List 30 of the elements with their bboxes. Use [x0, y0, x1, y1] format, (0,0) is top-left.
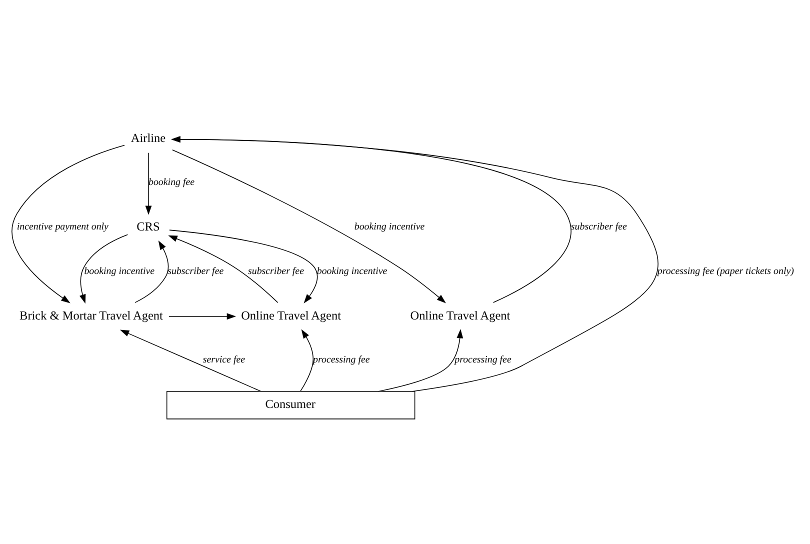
node-text: Brick & Mortar Travel Agent [20, 308, 163, 322]
arrow [378, 329, 464, 392]
arrow [168, 235, 278, 303]
node-text: CRS [136, 220, 160, 234]
node-text: Online Travel Agent [241, 308, 342, 322]
arrow [12, 144, 125, 304]
edge-label: subscriber fee [570, 221, 627, 232]
edge-label: booking fee [148, 177, 195, 188]
arrow [169, 230, 318, 304]
edge-label: booking incentive [316, 266, 388, 277]
node-text: Airline [130, 130, 166, 145]
arrow [300, 329, 314, 392]
edge-label: booking incentive [84, 266, 155, 277]
edge-label: subscriber fee [168, 266, 224, 277]
edge-label: processing fee [454, 354, 512, 366]
arrow [80, 234, 128, 304]
arrow [120, 330, 262, 392]
edge-label: booking incentive [354, 221, 425, 232]
node-box: Consumer [166, 391, 416, 420]
edge-label: incentive payment only [16, 221, 108, 232]
arrow [171, 136, 572, 303]
edge-label: subscriber fee [248, 266, 304, 277]
arrow [171, 136, 658, 392]
arrow [134, 240, 169, 303]
node-text: Online Travel Agent [410, 308, 510, 322]
arrow [145, 152, 152, 215]
edge-label: processing fee (paper tickets only) [657, 266, 794, 277]
arrow [168, 313, 236, 320]
edge-label: service fee [202, 354, 246, 366]
arrow [172, 149, 446, 304]
